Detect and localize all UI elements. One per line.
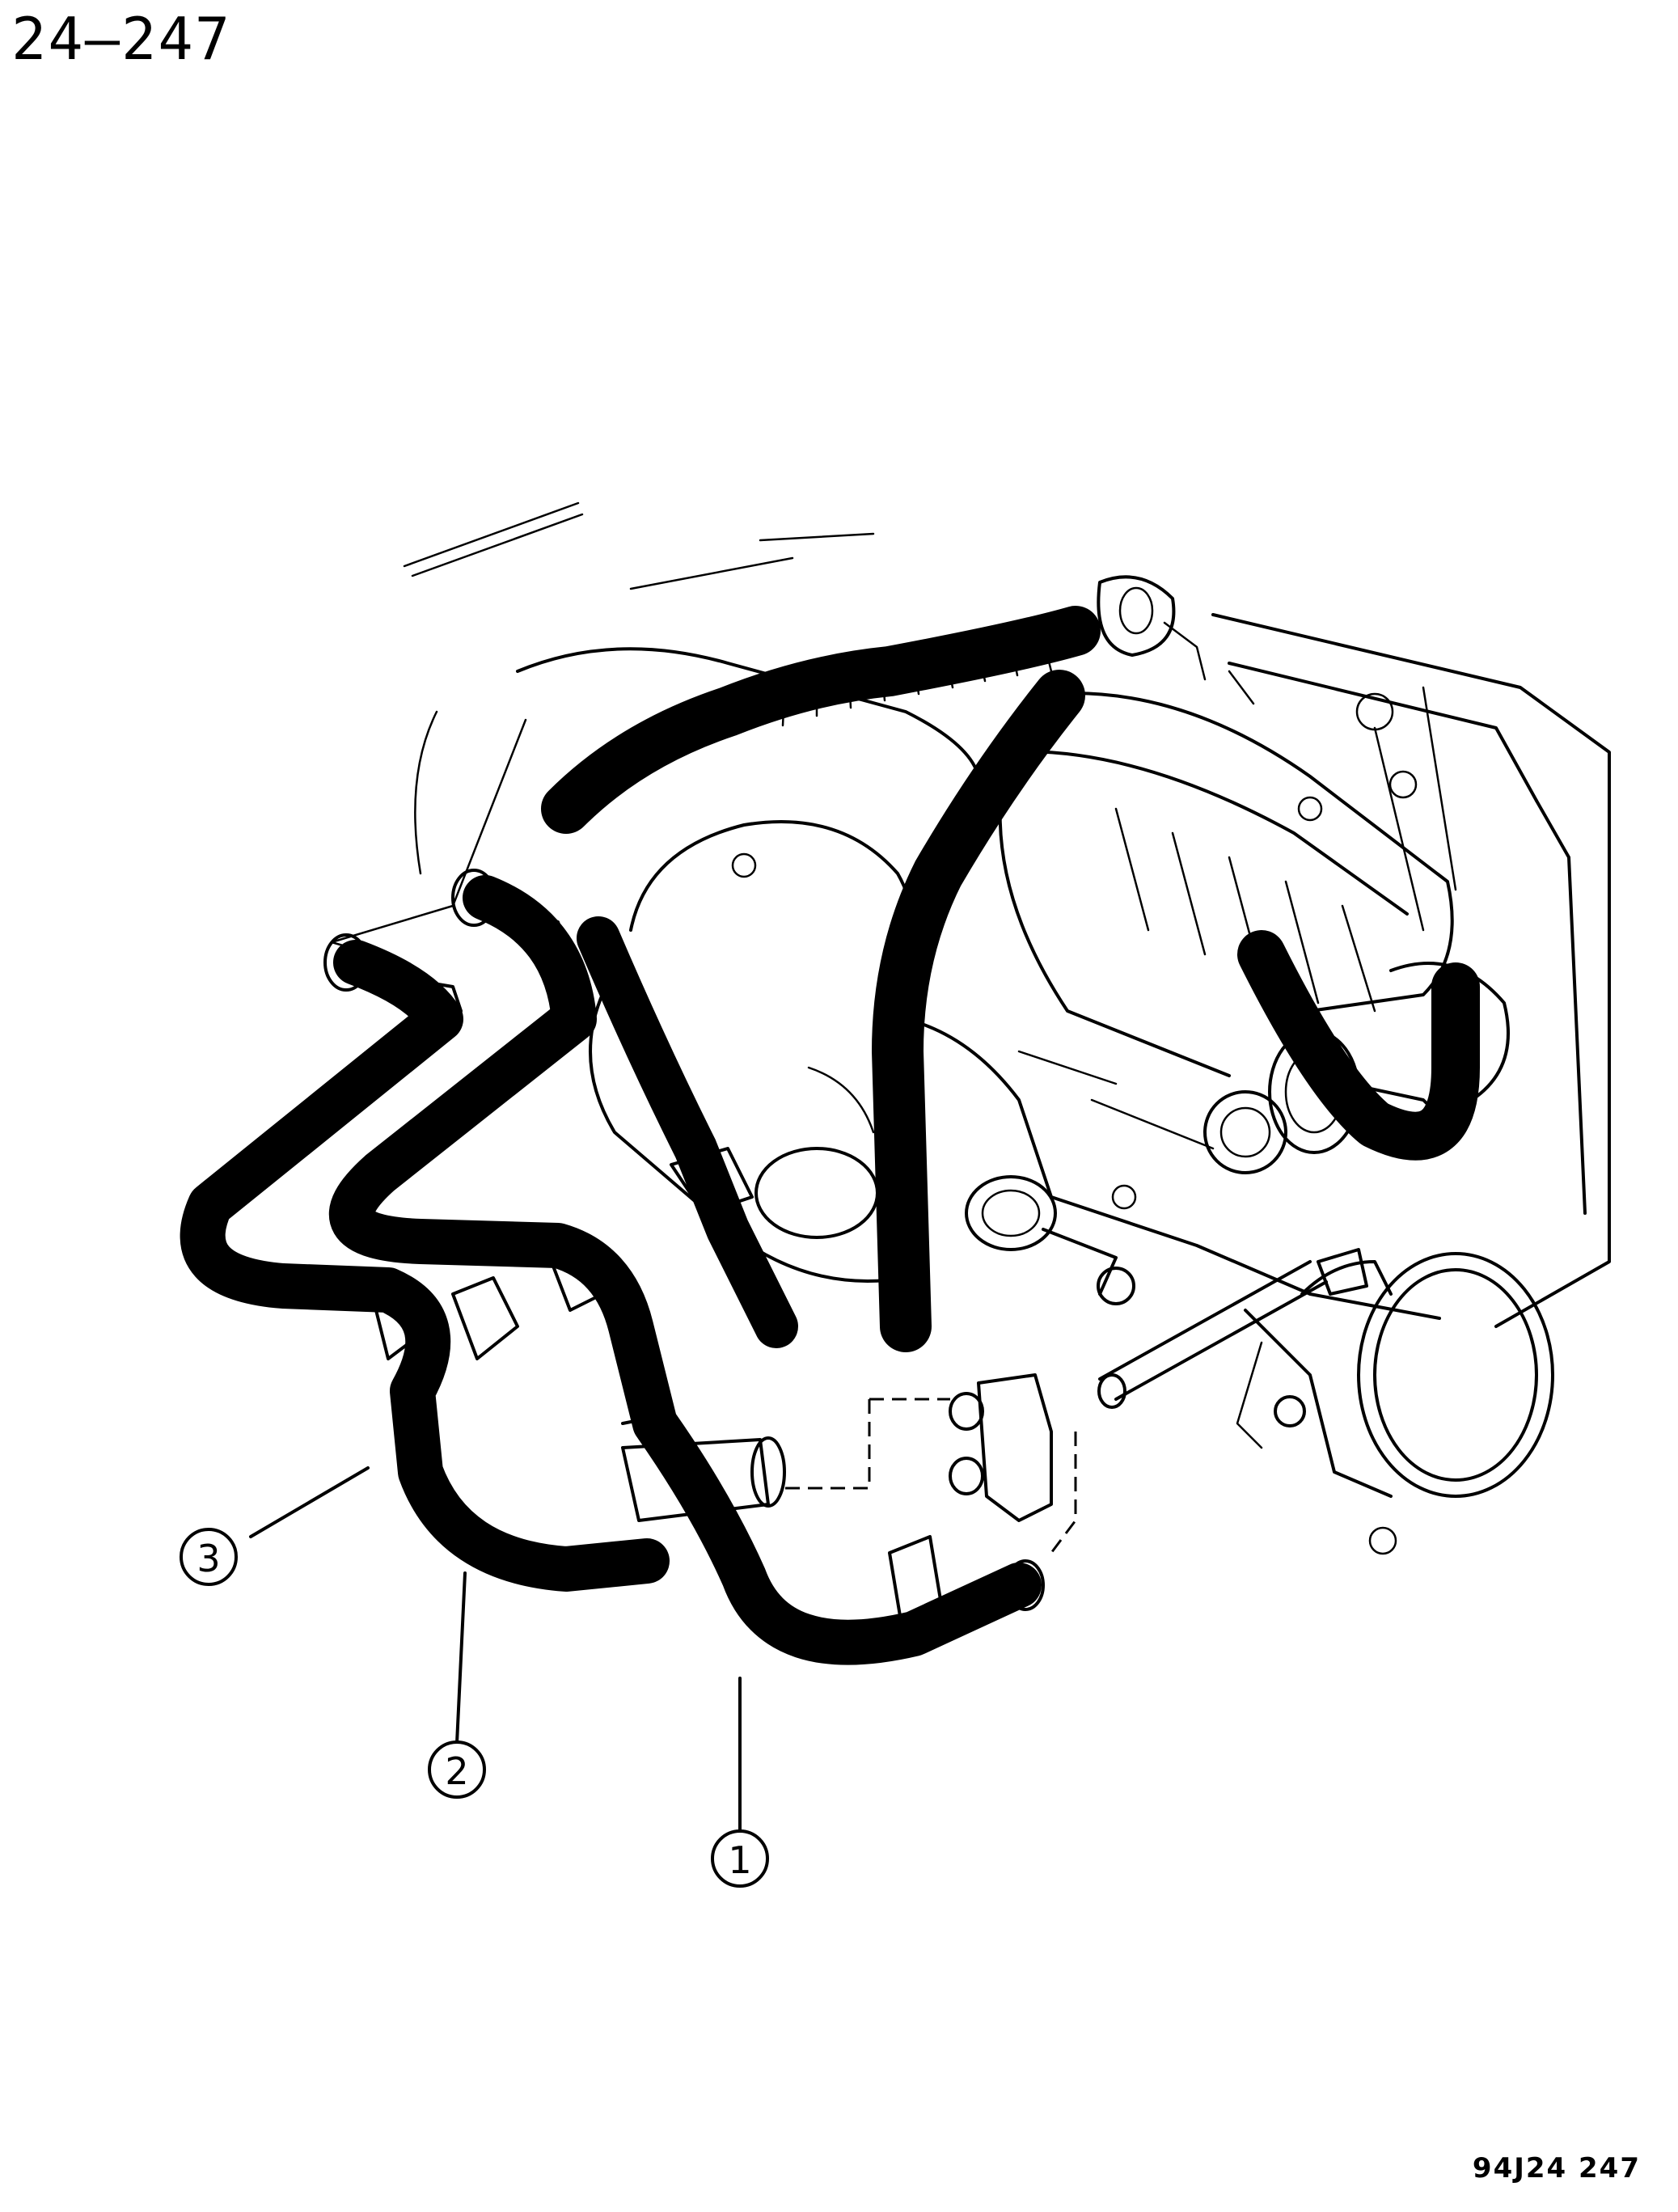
figure-code: 94J24 247	[1472, 2152, 1641, 2185]
callout-2: 2	[428, 1740, 486, 1799]
hose-clamps	[370, 904, 1368, 1627]
upper-breather-hose	[541, 606, 1101, 834]
side-hose	[577, 916, 798, 1348]
svg-text:2: 2	[445, 1749, 468, 1793]
callout-1: 1	[711, 1829, 769, 1888]
throttle-side-hose	[1097, 930, 1480, 1409]
callout-3: 3	[180, 1528, 238, 1586]
hose-ends	[323, 869, 1045, 1611]
page-number: 24–247	[11, 5, 232, 73]
hood-outline	[330, 501, 875, 952]
svg-text:3: 3	[197, 1537, 220, 1580]
engine-components	[731, 575, 1510, 1305]
vertical-corrugated-hose	[872, 670, 1085, 1352]
heater-valve	[621, 1373, 1077, 1554]
heater-hose-1	[328, 875, 1042, 1665]
heater-hose-2	[180, 940, 670, 1592]
svg-text:1: 1	[728, 1838, 751, 1882]
callout-leaders	[249, 1466, 742, 1833]
pulley	[1236, 1252, 1554, 1555]
